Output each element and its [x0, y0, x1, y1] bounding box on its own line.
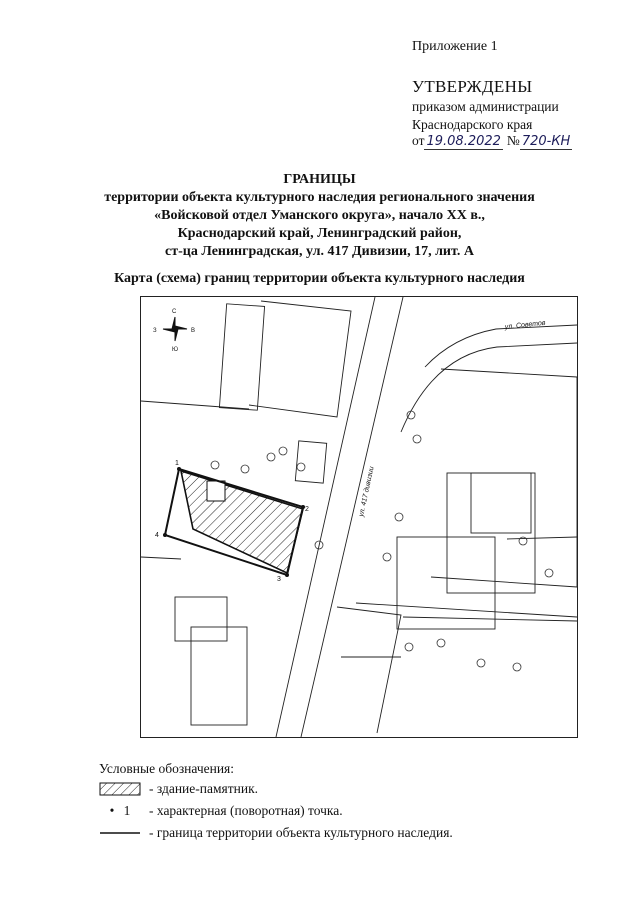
title-line-3: Краснодарский край, Ленинградский район, [177, 226, 462, 241]
tree [404, 642, 414, 652]
corner-point [285, 573, 289, 577]
tree [406, 410, 416, 420]
point-swatch: • 1 [99, 803, 141, 819]
building-small [294, 440, 328, 484]
tree [476, 658, 486, 668]
order-issuer: приказом администрации [412, 99, 559, 114]
tree [210, 460, 220, 470]
compass-w: З [153, 328, 157, 334]
tree [314, 540, 324, 550]
tree [266, 452, 276, 462]
park-border [341, 536, 577, 658]
title-line-1: территории объекта культурного наследия … [104, 190, 535, 205]
appendix-label: Приложение 1 [412, 39, 498, 54]
boundary-map: 1 2 3 4 С Ю З В [140, 296, 578, 738]
legend-text-point: - характерная (поворотная) точка. [149, 803, 343, 818]
tree [544, 568, 554, 578]
street-label-417: ул. 417 дивизии [357, 466, 376, 519]
road-curve [424, 324, 577, 368]
document-title: ГРАНИЦЫ [283, 172, 356, 187]
tree-markers [210, 410, 554, 672]
compass-n: С [172, 309, 177, 315]
tree [382, 552, 392, 562]
building-south-b [190, 626, 248, 726]
order-region: Краснодарского края [412, 117, 533, 132]
corner-point [177, 467, 181, 471]
road-edge-right [300, 297, 404, 737]
map-drawing: 1 2 3 4 С Ю З В [141, 297, 577, 737]
approved-heading: УТВЕРЖДЕНЫ [412, 77, 533, 96]
building-north [218, 303, 266, 411]
order-date-row: от 19.08.2022 № 720-КН [412, 133, 573, 150]
monument-annex [206, 480, 226, 502]
street-label-sovetov: ул. Советов [503, 320, 546, 331]
compass-e: В [191, 328, 195, 334]
tree [412, 434, 422, 444]
number-prefix: № [506, 133, 520, 148]
tree [512, 662, 522, 672]
point-label-1: 1 [175, 460, 179, 467]
road-edge-left [275, 297, 376, 737]
tree [240, 464, 250, 474]
legend-text-boundary: - граница территории объекта культурного… [149, 825, 453, 840]
corner-point [301, 505, 305, 509]
order-date: 19.08.2022 [424, 134, 503, 150]
legend-item-point: • 1 - характерная (поворотная) точка. [99, 803, 343, 819]
legend-point-number: 1 [123, 803, 131, 818]
building-east-b [396, 536, 496, 630]
tree [436, 638, 446, 648]
building-east-c [470, 472, 532, 534]
order-number: 720-КН [519, 134, 573, 150]
block-east [430, 368, 577, 588]
title-line-2: «Войсковой отдел Уманского округа», нача… [154, 208, 485, 223]
title-line-4: ст-ца Ленинградская, ул. 417 Дивизии, 17… [165, 244, 474, 259]
lot-line-a [141, 400, 250, 410]
park-area [336, 606, 577, 734]
point-label-3: 3 [277, 576, 281, 583]
point-label-2: 2 [305, 506, 309, 513]
compass-rose [162, 316, 188, 342]
dot-icon: • [109, 803, 115, 818]
monument-building [179, 469, 304, 575]
building-north-ext [248, 300, 352, 418]
compass-s: Ю [172, 347, 178, 353]
building-south-a [174, 596, 228, 642]
tree [518, 536, 528, 546]
tree [278, 446, 288, 456]
date-prefix: от [412, 133, 425, 148]
lot-line-b [141, 556, 182, 560]
corner-points [163, 467, 305, 577]
map-caption: Карта (схема) границ территории объекта … [114, 271, 525, 286]
legend-text-monument: - здание-памятник. [149, 781, 259, 796]
line-swatch [100, 832, 140, 834]
legend-item-boundary: - граница территории объекта культурного… [99, 825, 453, 841]
hatch-swatch [99, 782, 141, 796]
tree [394, 512, 404, 522]
corner-point [163, 533, 167, 537]
legend-title: Условные обозначения: [99, 761, 235, 776]
tree [296, 462, 306, 472]
legend-item-monument: - здание-памятник. [99, 781, 258, 797]
road-curve-inner [400, 342, 577, 433]
point-label-4: 4 [155, 532, 159, 539]
